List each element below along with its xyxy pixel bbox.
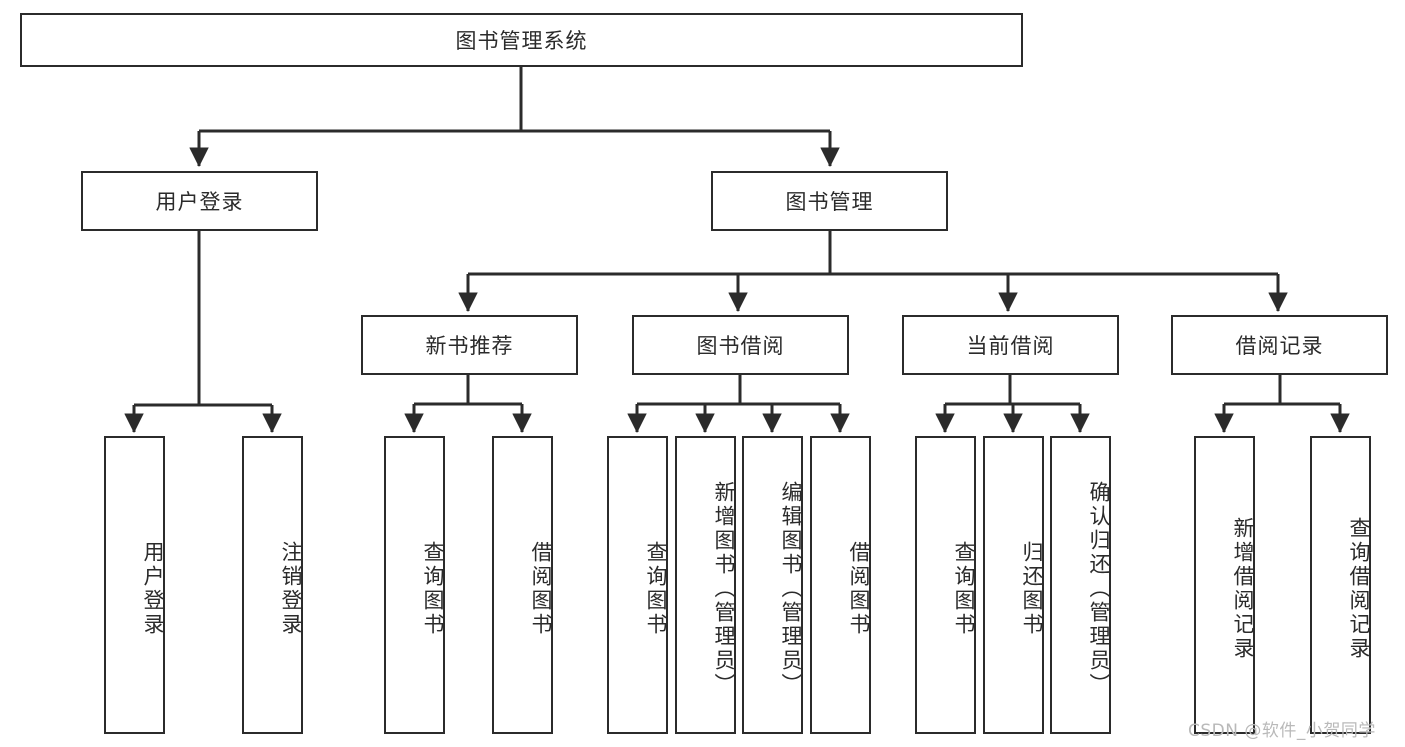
- node-book-management-label: 图书管理: [785, 190, 874, 214]
- node-leaf-add-record-label: 新增借阅记录: [1231, 517, 1255, 661]
- node-book-borrow-label: 图书借阅: [696, 334, 785, 358]
- node-borrow-record-label: 借阅记录: [1235, 334, 1324, 358]
- node-leaf-user-login-label: 用户登录: [141, 541, 165, 637]
- node-leaf-confirm-return[interactable]: 确认归还（管理员）: [1050, 436, 1111, 734]
- node-leaf-query-book-3-label: 查询图书: [952, 541, 976, 637]
- node-current-borrow[interactable]: 当前借阅: [902, 315, 1119, 375]
- node-leaf-borrow-book-2-label: 借阅图书: [847, 541, 871, 637]
- node-leaf-query-book-3[interactable]: 查询图书: [915, 436, 976, 734]
- node-user-login[interactable]: 用户登录: [81, 171, 318, 231]
- node-leaf-query-book-1-label: 查询图书: [421, 541, 445, 637]
- node-leaf-query-record-label: 查询借阅记录: [1347, 517, 1371, 661]
- node-leaf-query-book-1[interactable]: 查询图书: [384, 436, 445, 734]
- node-leaf-query-book-2[interactable]: 查询图书: [607, 436, 668, 734]
- node-book-borrow[interactable]: 图书借阅: [632, 315, 849, 375]
- node-current-borrow-label: 当前借阅: [966, 334, 1055, 358]
- node-borrow-record[interactable]: 借阅记录: [1171, 315, 1388, 375]
- node-leaf-add-book[interactable]: 新增图书（管理员）: [675, 436, 736, 734]
- node-user-login-label: 用户登录: [155, 190, 244, 214]
- node-leaf-query-book-2-label: 查询图书: [644, 541, 668, 637]
- node-leaf-add-record[interactable]: 新增借阅记录: [1194, 436, 1255, 734]
- node-leaf-return-book[interactable]: 归还图书: [983, 436, 1044, 734]
- node-new-book-recommend[interactable]: 新书推荐: [361, 315, 578, 375]
- node-leaf-borrow-book-1-label: 借阅图书: [529, 541, 553, 637]
- node-leaf-user-login[interactable]: 用户登录: [104, 436, 165, 734]
- node-leaf-add-book-label: 新增图书（管理员）: [712, 481, 736, 697]
- node-leaf-borrow-book-2[interactable]: 借阅图书: [810, 436, 871, 734]
- node-leaf-query-record[interactable]: 查询借阅记录: [1310, 436, 1371, 734]
- watermark: CSDN @软件_小贺同学: [1188, 721, 1376, 741]
- node-leaf-return-book-label: 归还图书: [1020, 541, 1044, 637]
- node-root[interactable]: 图书管理系统: [20, 13, 1023, 67]
- node-root-label: 图书管理系统: [455, 29, 588, 53]
- node-leaf-logout-login[interactable]: 注销登录: [242, 436, 303, 734]
- node-book-management[interactable]: 图书管理: [711, 171, 948, 231]
- node-leaf-logout-login-label: 注销登录: [279, 541, 303, 637]
- node-new-book-recommend-label: 新书推荐: [425, 334, 514, 358]
- node-leaf-confirm-return-label: 确认归还（管理员）: [1087, 481, 1111, 697]
- node-leaf-edit-book-label: 编辑图书（管理员）: [779, 481, 803, 697]
- node-leaf-borrow-book-1[interactable]: 借阅图书: [492, 436, 553, 734]
- node-leaf-edit-book[interactable]: 编辑图书（管理员）: [742, 436, 803, 734]
